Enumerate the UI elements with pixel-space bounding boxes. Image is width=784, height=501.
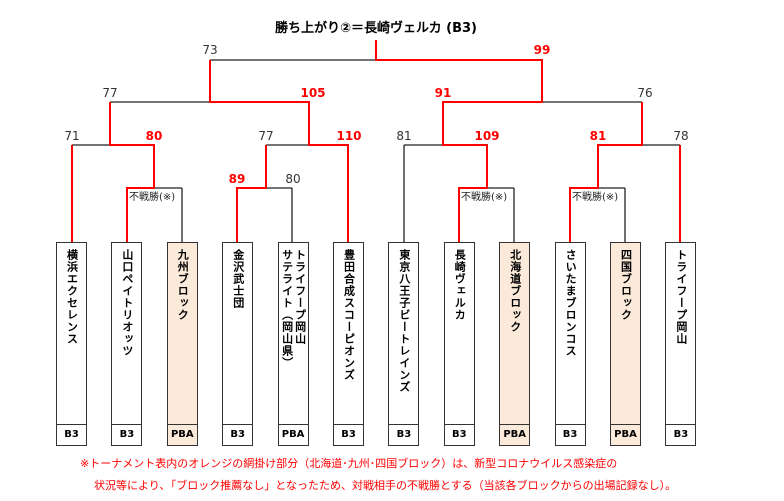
loser-lines bbox=[72, 59, 680, 242]
team-box: トライフープ岡山サテライト（岡山県） PBA bbox=[277, 242, 309, 446]
team-box: 四国ブロック PBA bbox=[610, 242, 641, 446]
score: 76 bbox=[637, 86, 652, 100]
footnote-line-1: ※トーナメント表内のオレンジの網掛け部分（北海道･九州･四国ブロック）は、新型コ… bbox=[80, 457, 618, 470]
team-name-text: トライフープ岡山 bbox=[674, 249, 688, 345]
team-name-text: 北海道ブロック bbox=[508, 249, 522, 333]
footnote-line-2: 状況等により､「ブロック推薦なし」となったため、対戦相手の不戦勝とする（当該各ブ… bbox=[94, 479, 677, 492]
team-name: さいたまブロンコス bbox=[556, 249, 585, 421]
league-label: B3 bbox=[112, 424, 142, 445]
league-label: B3 bbox=[223, 424, 253, 445]
score: 110 bbox=[336, 129, 361, 143]
winner-lines bbox=[71, 40, 681, 242]
league-label: B3 bbox=[389, 424, 419, 445]
bye-label: 不戦勝(※) bbox=[572, 190, 618, 203]
score: 77 bbox=[102, 86, 117, 100]
league-label: B3 bbox=[57, 424, 86, 445]
score: 81 bbox=[590, 129, 607, 143]
team-name: 九州ブロック bbox=[168, 249, 197, 421]
league-label: PBA bbox=[167, 424, 197, 445]
score: 81 bbox=[396, 129, 411, 143]
league-label: B3 bbox=[666, 424, 696, 445]
score: 73 bbox=[202, 43, 217, 57]
team-box: 北海道ブロック PBA bbox=[499, 242, 531, 446]
bracket-title: 勝ち上がり②＝長崎ヴェルカ (B3) bbox=[275, 20, 477, 36]
team-name-text: 長崎ヴェルカ bbox=[453, 249, 467, 321]
bye-label: 不戦勝(※) bbox=[461, 190, 507, 203]
score: 80 bbox=[285, 172, 300, 186]
team-name-text: 東京八王子ビートレインズ bbox=[397, 249, 411, 393]
score: 105 bbox=[300, 86, 325, 100]
team-box: 金沢武士団 B3 bbox=[222, 242, 254, 446]
score: 77 bbox=[258, 129, 273, 143]
league-label: B3 bbox=[334, 424, 363, 445]
team-box: 山口ペイトリオッツ B3 bbox=[111, 242, 143, 446]
team-box: トライフープ岡山 B3 bbox=[665, 242, 697, 446]
team-box: 九州ブロック PBA bbox=[166, 242, 198, 446]
team-name: 東京八王子ビートレインズ bbox=[389, 249, 418, 421]
team-name: トライフープ岡山サテライト（岡山県） bbox=[279, 249, 308, 421]
team-name: 山口ペイトリオッツ bbox=[112, 249, 141, 421]
team-name-text: 豊田合成スコーピオンズ bbox=[342, 249, 356, 381]
bye-label: 不戦勝(※) bbox=[129, 190, 175, 203]
league-label: PBA bbox=[278, 424, 308, 445]
team-name-text: 九州ブロック bbox=[176, 249, 190, 321]
team-box: 東京八王子ビートレインズ B3 bbox=[388, 242, 420, 446]
score: 89 bbox=[229, 172, 246, 186]
team-name: 四国ブロック bbox=[611, 249, 640, 421]
team-box: さいたまブロンコス B3 bbox=[554, 242, 586, 446]
team-name: 北海道ブロック bbox=[500, 249, 529, 421]
score: 80 bbox=[146, 129, 163, 143]
team-name: 長崎ヴェルカ bbox=[445, 249, 474, 421]
team-box: 横浜エクセレンス B3 bbox=[56, 242, 87, 446]
team-name-text: 四国ブロック bbox=[619, 249, 633, 321]
score: 91 bbox=[435, 86, 452, 100]
team-name-text: 山口ペイトリオッツ bbox=[120, 249, 134, 357]
team-name-text: さいたまブロンコス bbox=[564, 249, 578, 357]
team-name-text: トライフープ岡山 bbox=[293, 249, 307, 345]
score: 78 bbox=[673, 129, 688, 143]
league-label: B3 bbox=[444, 424, 474, 445]
team-name-text: 横浜エクセレンス bbox=[65, 249, 79, 345]
score: 71 bbox=[64, 129, 79, 143]
league-label: B3 bbox=[555, 424, 585, 445]
team-name: 豊田合成スコーピオンズ bbox=[334, 249, 363, 421]
team-box: 長崎ヴェルカ B3 bbox=[443, 242, 475, 446]
team-name-text: 金沢武士団 bbox=[231, 249, 245, 309]
team-name-text: サテライト（岡山県） bbox=[280, 249, 294, 369]
league-label: PBA bbox=[611, 424, 640, 445]
team-name: 横浜エクセレンス bbox=[57, 249, 86, 421]
league-label: PBA bbox=[500, 424, 530, 445]
team-name: 金沢武士団 bbox=[223, 249, 252, 421]
team-name: トライフープ岡山 bbox=[666, 249, 695, 421]
score: 99 bbox=[534, 43, 551, 57]
team-box: 豊田合成スコーピオンズ B3 bbox=[333, 242, 364, 446]
score: 109 bbox=[474, 129, 499, 143]
